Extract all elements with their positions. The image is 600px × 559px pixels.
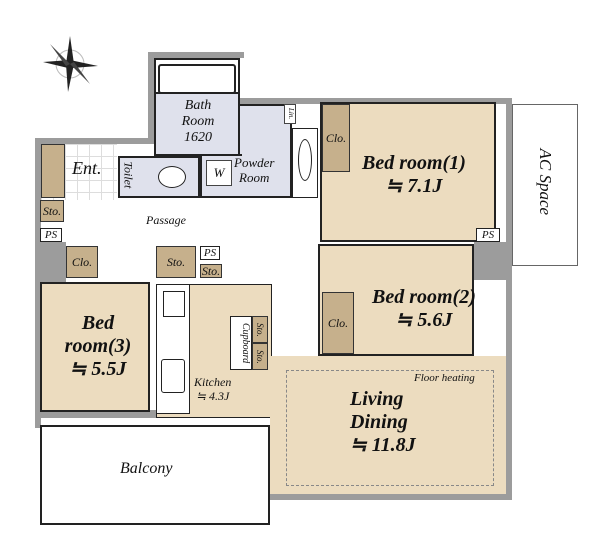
closet-bed3: Clo.: [66, 246, 98, 278]
wall: [148, 52, 154, 142]
toilet-room: [118, 156, 200, 198]
passage-label: Passage: [146, 213, 186, 227]
wall: [148, 52, 244, 58]
kitchen-size: ≒ 4.3J: [195, 388, 230, 403]
shoe-closet: [41, 144, 65, 198]
bath-room: [154, 92, 240, 156]
toilet-label: Toilet: [121, 161, 136, 189]
wall-column: [474, 242, 510, 280]
balcony-label: Balcony: [120, 460, 173, 477]
bedroom-3: [40, 282, 150, 412]
kitchen-label: Kitchen: [194, 375, 232, 389]
living-size: ≒ 11.8J: [350, 434, 416, 456]
wall: [240, 98, 512, 104]
bath-label-2: Room: [181, 114, 215, 130]
storage-passage: Sto.: [156, 246, 196, 278]
bath-label: Bath: [184, 98, 212, 113]
wall: [506, 98, 512, 498]
wall: [35, 138, 41, 428]
bath-size: 1620: [184, 130, 212, 146]
wall: [40, 410, 190, 418]
ps-label: PS: [200, 246, 220, 260]
stove-icon: [163, 291, 185, 317]
kitchen-counter: [156, 284, 190, 414]
storage-entrance: Sto.: [40, 200, 64, 222]
powder-label-2: Room: [239, 169, 270, 185]
closet-bed2: Clo.: [322, 292, 354, 354]
storage-kitchen-2: Sto.: [252, 343, 268, 370]
sink-icon: [161, 359, 185, 393]
compass-icon: [43, 36, 98, 92]
living-dining: [270, 356, 506, 494]
vanity: [292, 128, 318, 198]
cupboard: Cupboard: [230, 316, 252, 370]
closet-bed1: Clo.: [322, 104, 350, 172]
storage-small: Sto.: [200, 263, 222, 278]
wall: [270, 494, 512, 500]
bed2-size: ≒ 5.6J: [395, 309, 453, 331]
floor-heating-label: Floor heating: [414, 372, 475, 384]
toilet-icon: [158, 166, 186, 188]
bed1-label: Bed room(1): [362, 152, 466, 174]
bed3-label: Bed: [81, 312, 115, 334]
bed3-label-2: room(3): [64, 335, 132, 357]
wall-column: [40, 242, 66, 282]
wall: [35, 138, 155, 144]
entrance-label: Ent.: [72, 158, 102, 178]
ps-label: PS: [476, 228, 500, 242]
washer-space: W: [206, 160, 232, 186]
bed3-size: ≒ 5.5J: [69, 358, 127, 380]
living-label: Living: [350, 388, 404, 410]
balcony: [40, 425, 270, 525]
storage-kitchen-1: Sto.: [252, 316, 268, 343]
floor-heating-area: [286, 370, 494, 486]
bed1-size: ≒ 7.1J: [385, 175, 443, 197]
dining-label: Dining: [350, 411, 408, 433]
linen-closet: Lin.: [284, 104, 296, 124]
powder-label: Powder: [234, 155, 275, 170]
bed2-label: Bed room(2): [372, 286, 476, 308]
ps-label: PS: [40, 228, 62, 242]
ac-label: AC Space: [535, 148, 555, 216]
ac-space: [512, 104, 578, 266]
